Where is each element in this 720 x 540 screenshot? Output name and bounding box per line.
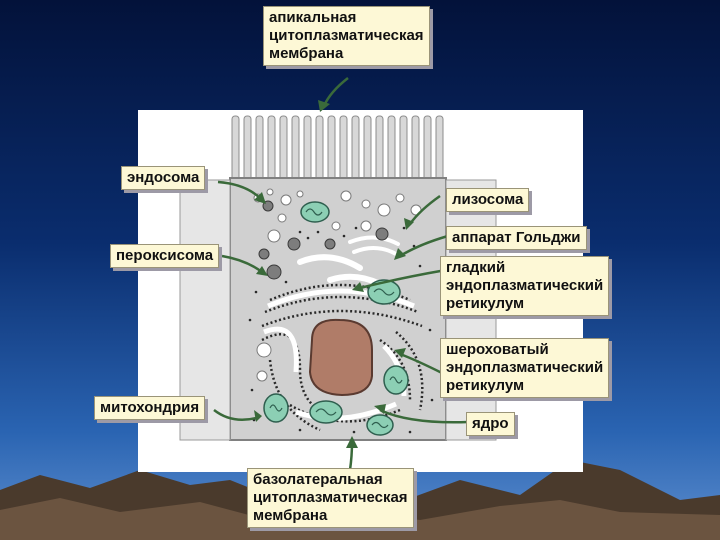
- label-peroxisome: пероксисома: [110, 244, 219, 268]
- label-lysosome: лизосома: [446, 188, 529, 212]
- label-apical-membrane: апикальная цитоплазматическая мембрана: [263, 6, 430, 66]
- label-basolateral-membrane: базолатеральная цитоплазматическая мембр…: [247, 468, 414, 528]
- cell-body: [230, 178, 446, 440]
- label-nucleus: ядро: [466, 412, 515, 436]
- label-mitochondria: митохондрия: [94, 396, 205, 420]
- label-rough-er: шероховатый эндоплазматический ретикулум: [440, 338, 609, 398]
- nucleus: [310, 320, 372, 395]
- label-smooth-er: гладкий эндоплазматический ретикулум: [440, 256, 609, 316]
- label-golgi: аппарат Гольджи: [446, 226, 587, 250]
- microvilli: [232, 116, 443, 182]
- label-endosome: эндосома: [121, 166, 205, 190]
